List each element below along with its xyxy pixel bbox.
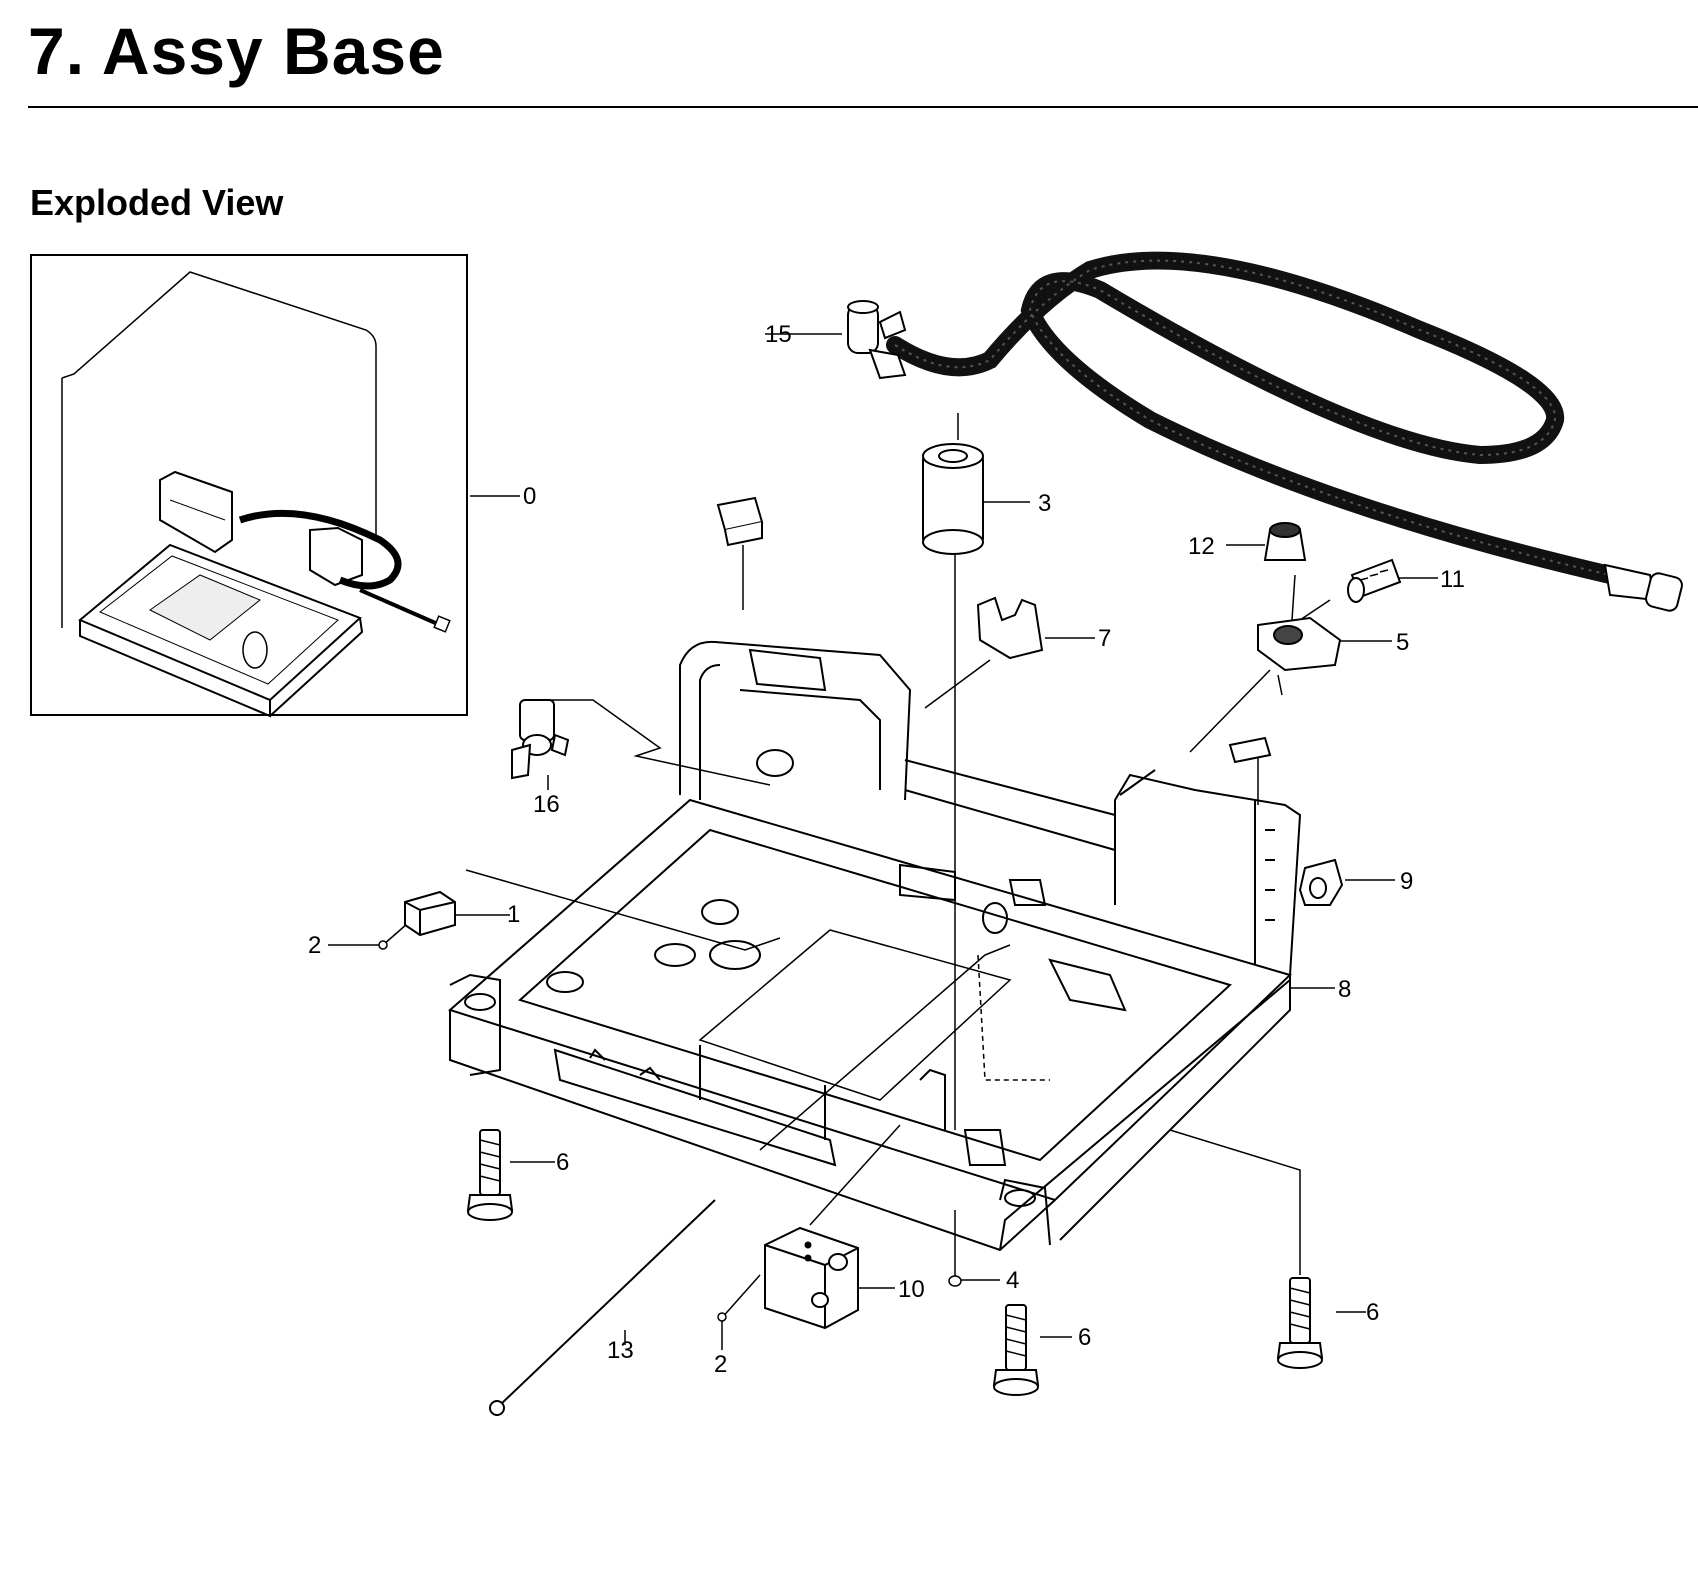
bracket-7 — [976, 596, 1044, 660]
bolt-6-left — [466, 1129, 514, 1221]
filter-cylinder — [922, 443, 984, 555]
callout-6-left: 6 — [556, 1149, 569, 1176]
page-title: 7. Assy Base — [28, 14, 445, 88]
callout-2-left: 2 — [308, 932, 321, 959]
callout-11: 11 — [1440, 566, 1465, 593]
base-tray — [448, 640, 1302, 1252]
callout-7: 7 — [1098, 625, 1111, 652]
screw-2-bottom — [717, 1312, 727, 1322]
callout-9: 9 — [1400, 868, 1413, 895]
callout-13: 13 — [607, 1337, 634, 1364]
callout-6-right: 6 — [1366, 1299, 1379, 1326]
callout-4: 4 — [1006, 1267, 1019, 1294]
callout-10: 10 — [898, 1276, 925, 1303]
callout-12: 12 — [1188, 533, 1215, 560]
assembly-overview-inset — [30, 254, 468, 718]
callout-16: 16 — [533, 791, 560, 818]
inlet-valve-16 — [511, 699, 570, 780]
callout-15: 15 — [765, 321, 792, 348]
cap-9 — [1298, 858, 1344, 906]
nut-4 — [948, 1275, 962, 1287]
bolt-6-right — [1276, 1277, 1324, 1369]
bolt-6-middle — [992, 1304, 1040, 1396]
top-clip — [716, 496, 764, 547]
section-subtitle: Exploded View — [30, 182, 284, 223]
hose-elbow-fitting — [847, 300, 907, 380]
callout-8: 8 — [1338, 976, 1351, 1003]
spring-11 — [1347, 558, 1402, 603]
callout-6-middle: 6 — [1078, 1324, 1091, 1351]
screw-2-left — [378, 940, 388, 950]
callout-1: 1 — [507, 901, 520, 928]
drain-hose — [886, 251, 1683, 612]
knob-12 — [1263, 522, 1307, 561]
callout-0: 0 — [523, 483, 536, 510]
block-1 — [404, 890, 456, 937]
callout-5: 5 — [1396, 629, 1409, 656]
callout-3: 3 — [1038, 490, 1051, 517]
title-rule — [28, 106, 1698, 108]
box-10 — [764, 1226, 859, 1330]
rod-13 — [489, 1199, 716, 1416]
leader-lines — [328, 333, 1438, 1350]
callout-2-bottom: 2 — [714, 1351, 727, 1378]
holder-5 — [1257, 616, 1342, 696]
connector-small — [1228, 736, 1272, 764]
callout-labels: 0 1 2 2 3 4 5 6 6 6 7 8 9 10 11 12 13 15… — [308, 321, 1465, 1378]
